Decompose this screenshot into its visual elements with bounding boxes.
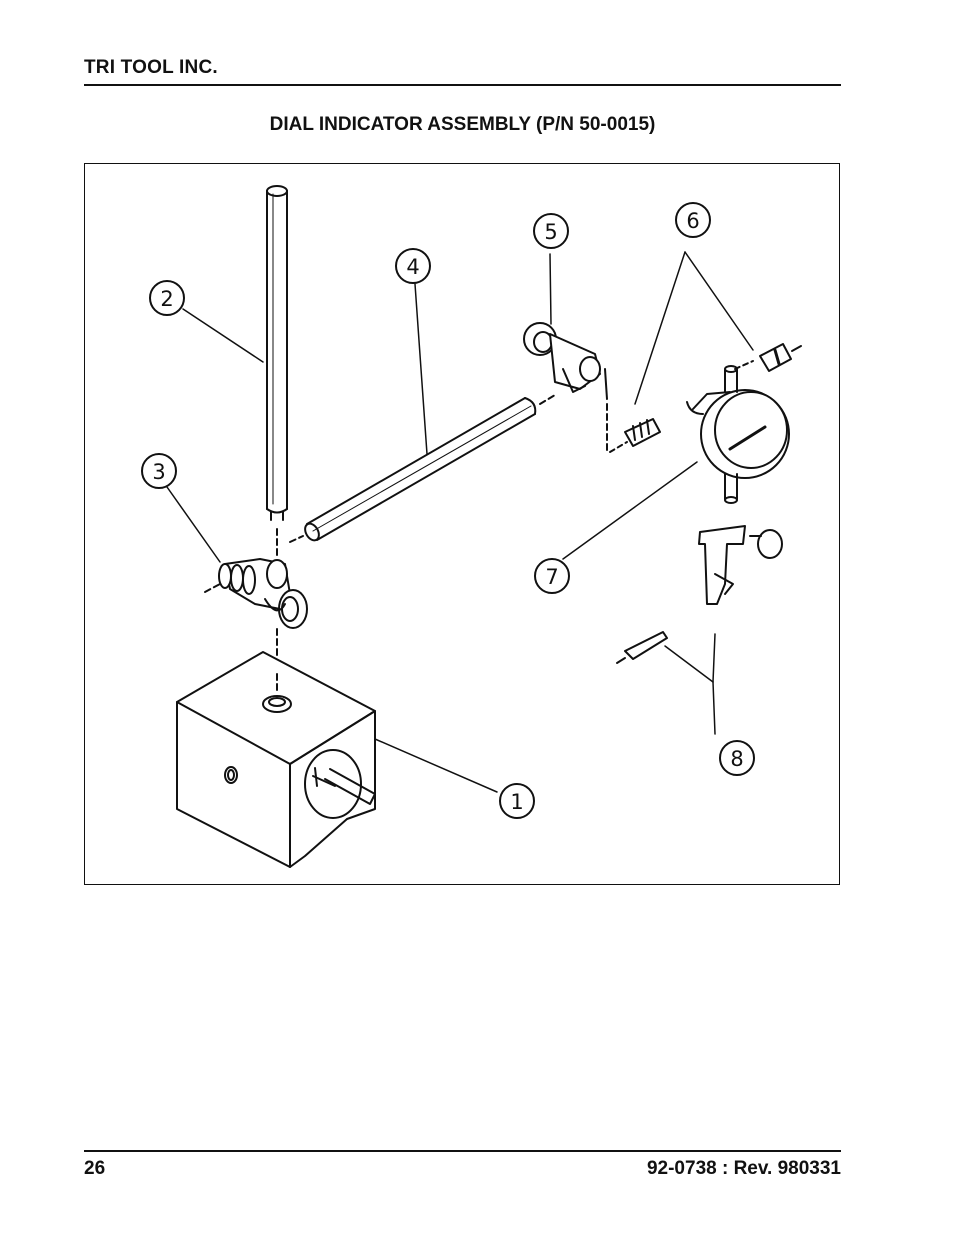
callout-6 xyxy=(675,202,711,238)
page-title: DIAL INDICATOR ASSEMBLY (P/N 50-0015) xyxy=(269,114,656,135)
part-rod-vertical xyxy=(266,185,288,560)
footer-rule xyxy=(84,1150,841,1152)
callout-7 xyxy=(534,558,570,594)
header-rule xyxy=(84,84,841,86)
callout-label-6: 6 xyxy=(686,209,699,233)
callout-label-4: 4 xyxy=(406,255,419,279)
company-name: TRI TOOL INC. xyxy=(84,57,218,78)
callout-4 xyxy=(395,248,431,284)
callout-1 xyxy=(499,783,535,819)
part-magnetic-base xyxy=(176,651,376,868)
part-clamp-3 xyxy=(218,558,308,660)
callout-3 xyxy=(141,453,177,489)
document-revision: 92-0738 : Rev. 980331 xyxy=(646,1158,841,1179)
callout-label-2: 2 xyxy=(160,287,173,311)
callout-label-8: 8 xyxy=(730,747,743,771)
callout-label-1: 1 xyxy=(510,790,523,814)
callout-label-7: 7 xyxy=(545,565,558,589)
assembly-figure: 1 2 3 4 5 6 7 8 xyxy=(84,163,840,885)
leader-lines xyxy=(166,251,754,793)
callout-2 xyxy=(149,280,185,316)
page-number: 26 xyxy=(84,1158,106,1179)
part-contact-points xyxy=(609,343,802,453)
callout-label-3: 3 xyxy=(152,460,165,484)
part-clamp-5 xyxy=(523,322,608,455)
part-holder-arm xyxy=(616,525,783,664)
exploded-view-drawing: 1 2 3 4 5 6 7 8 xyxy=(141,185,802,868)
callout-8 xyxy=(719,740,755,776)
callout-label-5: 5 xyxy=(544,220,557,244)
part-dial-indicator xyxy=(686,365,790,504)
callout-5 xyxy=(533,213,569,249)
